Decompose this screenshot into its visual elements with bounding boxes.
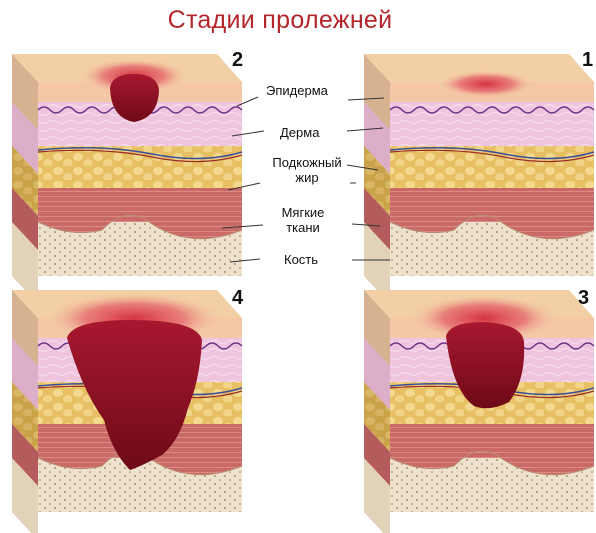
label-bone: Кость — [284, 252, 319, 267]
label-subcutaneous-fat: Подкожный жир — [262, 155, 352, 185]
right-leader-lines — [346, 97, 390, 261]
stage-2-block — [11, 53, 243, 305]
stage-3-block — [363, 289, 595, 533]
stage-number-2: 2 — [232, 49, 244, 71]
label-epidermis: Эпидерма — [266, 83, 328, 98]
stage-number-4: 4 — [232, 287, 244, 309]
left-leader-lines — [221, 96, 265, 263]
label-soft-tissue: Мягкие ткани — [272, 205, 334, 235]
stage-number-3: 3 — [578, 287, 590, 309]
stage-1-block — [363, 53, 595, 305]
stage-number-1: 1 — [582, 49, 594, 71]
label-dermis: Дерма — [280, 125, 320, 140]
stage-4-block — [11, 289, 243, 533]
label-fat-line2: жир — [295, 170, 319, 185]
label-soft-line1: Мягкие — [281, 205, 325, 220]
label-soft-line2: ткани — [286, 220, 320, 235]
label-fat-line1: Подкожный — [272, 155, 342, 170]
diagram-title: Стадии пролежней — [167, 6, 393, 34]
